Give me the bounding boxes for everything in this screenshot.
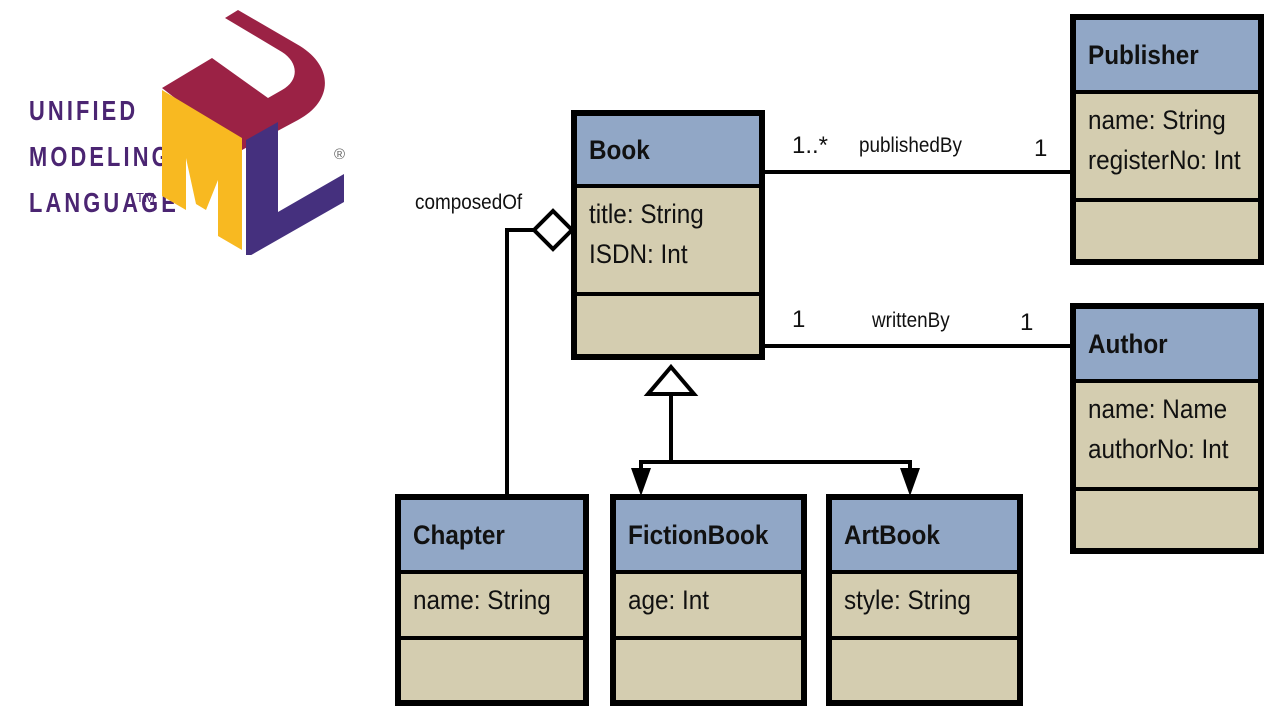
class-art-book[interactable]: ArtBook style: String: [826, 494, 1023, 706]
attribute: name: Name: [1088, 394, 1228, 424]
written-by-source-multiplicity: 1: [792, 306, 806, 333]
class-book-operations: [577, 296, 759, 354]
aggregation-diamond-icon: [531, 208, 575, 252]
class-publisher-operations: [1076, 202, 1258, 259]
published-by-label: publishedBy: [859, 134, 962, 157]
attribute: name: String: [1088, 105, 1226, 135]
attribute: name: String: [413, 585, 551, 615]
trademark-mark: TM: [136, 190, 155, 205]
class-chapter-header: Chapter: [401, 500, 583, 574]
attribute: ISDN: Int: [589, 239, 688, 269]
published-by-target-multiplicity: 1: [1034, 135, 1048, 162]
attribute: authorNo: Int: [1088, 434, 1229, 464]
class-author-header: Author: [1076, 309, 1258, 383]
class-fiction-book[interactable]: FictionBook age: Int: [610, 494, 807, 706]
composed-of-label: composedOf: [415, 191, 523, 214]
uml-logo-icon: [162, 10, 344, 255]
attribute: title: String: [589, 199, 704, 229]
attribute: age: Int: [628, 585, 710, 615]
published-by-source-multiplicity: 1..*: [792, 132, 829, 159]
arrowhead-artbook-icon: [900, 468, 920, 496]
generalization-branch: [639, 460, 912, 478]
class-chapter[interactable]: Chapter name: String: [395, 494, 589, 706]
logo-l-shape: [246, 122, 344, 255]
generalization-triangle-icon: [643, 363, 699, 396]
class-chapter-operations: [401, 640, 583, 700]
class-author[interactable]: Author name: Name authorNo: Int: [1070, 303, 1264, 554]
written-by-label: writtenBy: [872, 309, 950, 332]
class-author-operations: [1076, 491, 1258, 548]
class-fiction-book-header: FictionBook: [616, 500, 801, 574]
class-book[interactable]: Book title: String ISDN: Int: [571, 110, 765, 360]
class-art-book-attributes: style: String: [832, 574, 1017, 640]
logo-m-shape: [162, 90, 242, 250]
logo-line-unified: UNIFIED: [29, 95, 139, 126]
written-by-target-multiplicity: 1: [1020, 309, 1034, 336]
class-author-attributes: name: Name authorNo: Int: [1076, 383, 1258, 491]
attribute: style: String: [844, 585, 971, 615]
registered-mark: ®: [334, 146, 346, 163]
class-publisher-header: Publisher: [1076, 20, 1258, 94]
class-art-book-operations: [832, 640, 1017, 700]
class-publisher[interactable]: Publisher name: String registerNo: Int: [1070, 14, 1264, 265]
class-art-book-header: ArtBook: [832, 500, 1017, 574]
class-publisher-attributes: name: String registerNo: Int: [1076, 94, 1258, 202]
class-fiction-book-attributes: age: Int: [616, 574, 801, 640]
class-book-header: Book: [577, 116, 759, 188]
arrowhead-fictionbook-icon: [631, 468, 651, 496]
class-chapter-attributes: name: String: [401, 574, 583, 640]
attribute: registerNo: Int: [1088, 145, 1241, 175]
class-fiction-book-operations: [616, 640, 801, 700]
aggregation-composed-of-line: [505, 228, 534, 496]
class-book-attributes: title: String ISDN: Int: [577, 188, 759, 296]
